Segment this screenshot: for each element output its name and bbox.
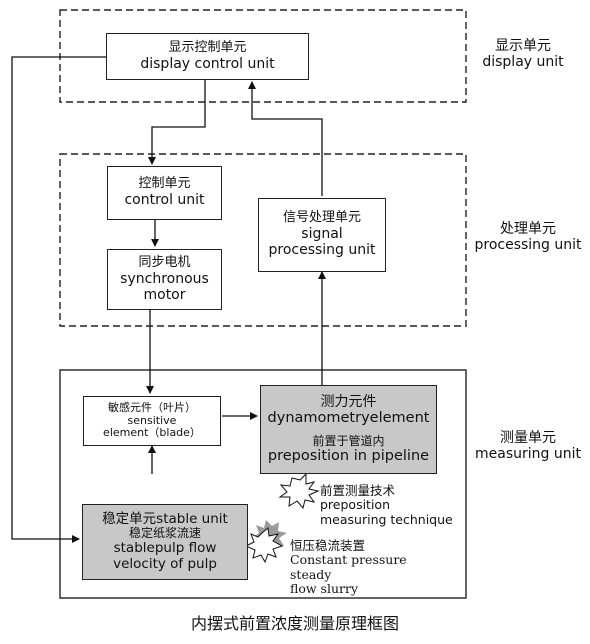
synchronous-motor-box: 同步电机 synchronous motor [107, 249, 222, 310]
sensitive-element-en2: element（blade） [103, 426, 201, 440]
control-unit-zh: 控制单元 [138, 176, 191, 192]
figure-caption: 内摆式前置浓度测量原理框图 [190, 614, 399, 633]
stable-unit-box: 稳定单元stable unit 稳定纸浆流速 stablepulp flow v… [82, 504, 248, 580]
preposition-note: 前置测量技术 preposition measuring technique [320, 483, 468, 527]
display-unit-label-zh: 显示单元 [495, 38, 551, 54]
measuring-unit-label-zh: 测量单元 [500, 430, 556, 446]
processing-unit-label-en: processing unit [474, 237, 582, 254]
arrow-display-to-stable [11, 56, 106, 543]
dynamometry-element-en: dynamometryelement [267, 409, 430, 426]
stable-unit-en3: velocity of pulp [113, 555, 217, 572]
stable-unit-zh2: 稳定纸浆流速 [128, 526, 201, 541]
synchronous-motor-en1: synchronous [120, 270, 209, 287]
control-unit-box: 控制单元 control unit [107, 166, 222, 220]
pressure-note-en2: flow slurry [290, 581, 359, 597]
synchronous-motor-zh: 同步电机 [138, 254, 191, 270]
dynamometry-element-en2: preposition in pipeline [267, 448, 430, 465]
stable-unit-en2: stablepulp flow [113, 540, 217, 557]
processing-unit-label: 处理单元 processing unit [466, 221, 590, 253]
sensitive-element-zh: 敏感元件（叶片） [108, 401, 196, 415]
signal-processing-unit-en1: signal [301, 226, 343, 243]
starburst-preposition-icon [278, 472, 320, 510]
stable-unit-line1: 稳定单元stable unit [102, 510, 228, 527]
dynamometry-element-box: 测力元件 dynamometryelement 前置于管道内 prepositi… [260, 385, 437, 474]
arrow-display-to-control [148, 80, 206, 165]
synchronous-motor-en2: motor [143, 286, 186, 303]
pressure-note-en1: Constant pressure steady [290, 552, 407, 582]
measuring-unit-label-en: measuring unit [475, 446, 581, 463]
preposition-note-en1: preposition [320, 497, 391, 513]
arrow-signal-to-display [248, 81, 323, 196]
display-control-unit-box: 显示控制单元 display control unit [106, 33, 309, 80]
measuring-unit-label: 测量单元 measuring unit [466, 430, 590, 462]
sensitive-element-en1: sensitive [127, 413, 177, 427]
signal-processing-unit-en2: processing unit [268, 242, 376, 259]
processing-unit-label-zh: 处理单元 [500, 221, 556, 237]
sensitive-element-box: 敏感元件（叶片） sensitive element（blade） [83, 396, 221, 446]
control-unit-en: control unit [124, 192, 205, 209]
display-unit-label: 显示单元 display unit [464, 38, 582, 70]
starburst-pressure-icon [244, 527, 284, 564]
signal-processing-unit-zh: 信号处理单元 [282, 210, 361, 226]
display-unit-label-en: display unit [482, 54, 564, 71]
preposition-note-zh: 前置测量技术 [320, 483, 396, 498]
measuring-unit-frame [59, 369, 467, 599]
pressure-note: 恒压稳流装置 Constant pressure steady flow slu… [290, 538, 450, 597]
display-unit-frame [59, 9, 467, 103]
display-control-unit-en: display control unit [140, 55, 275, 72]
processing-unit-frame [59, 153, 467, 327]
pressure-note-zh: 恒压稳流装置 [290, 538, 366, 553]
dynamometry-element-zh2: 前置于管道内 [312, 433, 385, 448]
display-control-unit-zh: 显示控制单元 [168, 39, 247, 55]
dynamometry-element-zh: 测力元件 [320, 393, 377, 410]
signal-processing-unit-box: 信号处理单元 signal processing unit [258, 198, 386, 272]
preposition-note-en2: measuring technique [320, 511, 453, 527]
